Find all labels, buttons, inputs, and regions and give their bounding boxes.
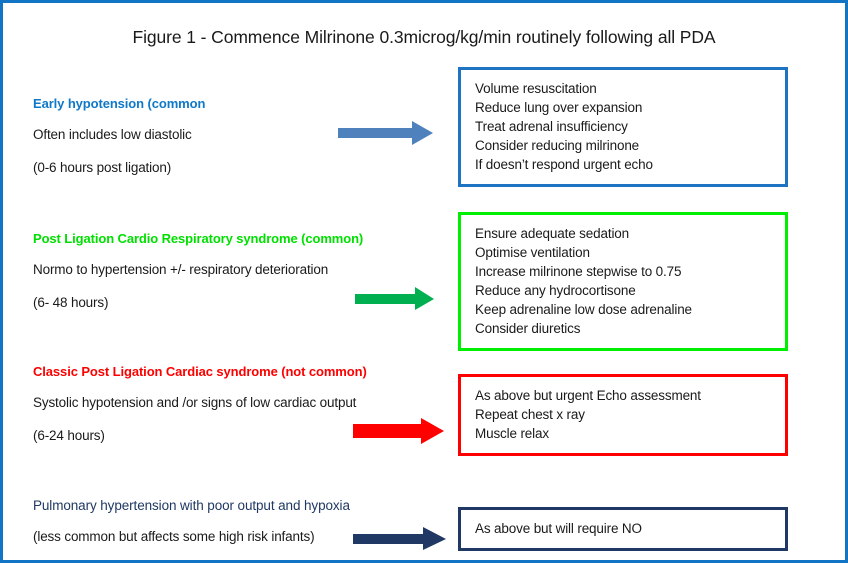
action-item: If doesn’t respond urgent echo [475,157,653,172]
action-item: Consider reducing milrinone [475,138,640,153]
section-post-ligation-cardio-respiratory-left: Post Ligation Cardio Respiratory syndrom… [33,231,393,310]
action-box-post-ligation-cardio-respiratory: Ensure adequate sedation Optimise ventil… [458,212,788,351]
action-item: Repeat chest x ray [475,407,585,422]
section-description-post-ligation-cardio-respiratory: Normo to hypertension +/- respiratory de… [33,262,329,277]
section-timing-classic-post-ligation-cardiac: (6-24 hours) [33,428,105,443]
section-timing-post-ligation-cardio-respiratory: (6- 48 hours) [33,295,109,310]
arrow-pulmonary-hypertension-icon [353,527,446,550]
action-box-pulmonary-hypertension: As above but will require NO [458,507,788,551]
action-box-early-hypotension: Volume resuscitation Reduce lung over ex… [458,67,788,187]
action-item: Keep adrenaline low dose adrenaline [475,302,692,317]
section-heading-post-ligation-cardio-respiratory: Post Ligation Cardio Respiratory syndrom… [33,231,364,246]
action-item: Increase milrinone stepwise to 0.75 [475,264,682,279]
figure-title: Figure 1 - Commence Milrinone 0.3microg/… [132,27,716,47]
action-item: Treat adrenal insufficiency [475,119,628,134]
arrow-early-hypotension-icon [338,121,433,145]
section-heading-classic-post-ligation-cardiac: Classic Post Ligation Cardiac syndrome (… [33,364,367,379]
section-early-hypotension-left: Early hypotension (common Often includes… [33,96,363,175]
action-item: As above but urgent Echo assessment [475,388,701,403]
section-description-early-hypotension: Often includes low diastolic [33,127,192,142]
section-description-pulmonary-hypertension: (less common but affects some high risk … [33,529,315,544]
action-box-classic-post-ligation-cardiac: As above but urgent Echo assessment Repe… [458,374,788,456]
action-item: Reduce lung over expansion [475,100,643,115]
section-timing-early-hypotension: (0-6 hours post ligation) [33,160,172,175]
section-pulmonary-hypertension-left: Pulmonary hypertension with poor output … [33,498,403,544]
arrow-post-ligation-cardio-respiratory-icon [355,287,434,310]
action-item: Consider diuretics [475,321,581,336]
section-heading-pulmonary-hypertension: Pulmonary hypertension with poor output … [33,498,350,513]
section-heading-early-hypotension: Early hypotension (common [33,96,206,111]
section-description-classic-post-ligation-cardiac: Systolic hypotension and /or signs of lo… [33,395,357,410]
action-item: Ensure adequate sedation [475,226,630,241]
action-item: Volume resuscitation [475,81,597,96]
action-item: As above but will require NO [475,521,642,536]
action-item: Optimise ventilation [475,245,590,260]
action-item: Muscle relax [475,426,549,441]
action-item: Reduce any hydrocortisone [475,283,636,298]
arrow-classic-post-ligation-cardiac-icon [353,418,444,444]
section-classic-post-ligation-cardiac-left: Classic Post Ligation Cardiac syndrome (… [33,364,393,443]
